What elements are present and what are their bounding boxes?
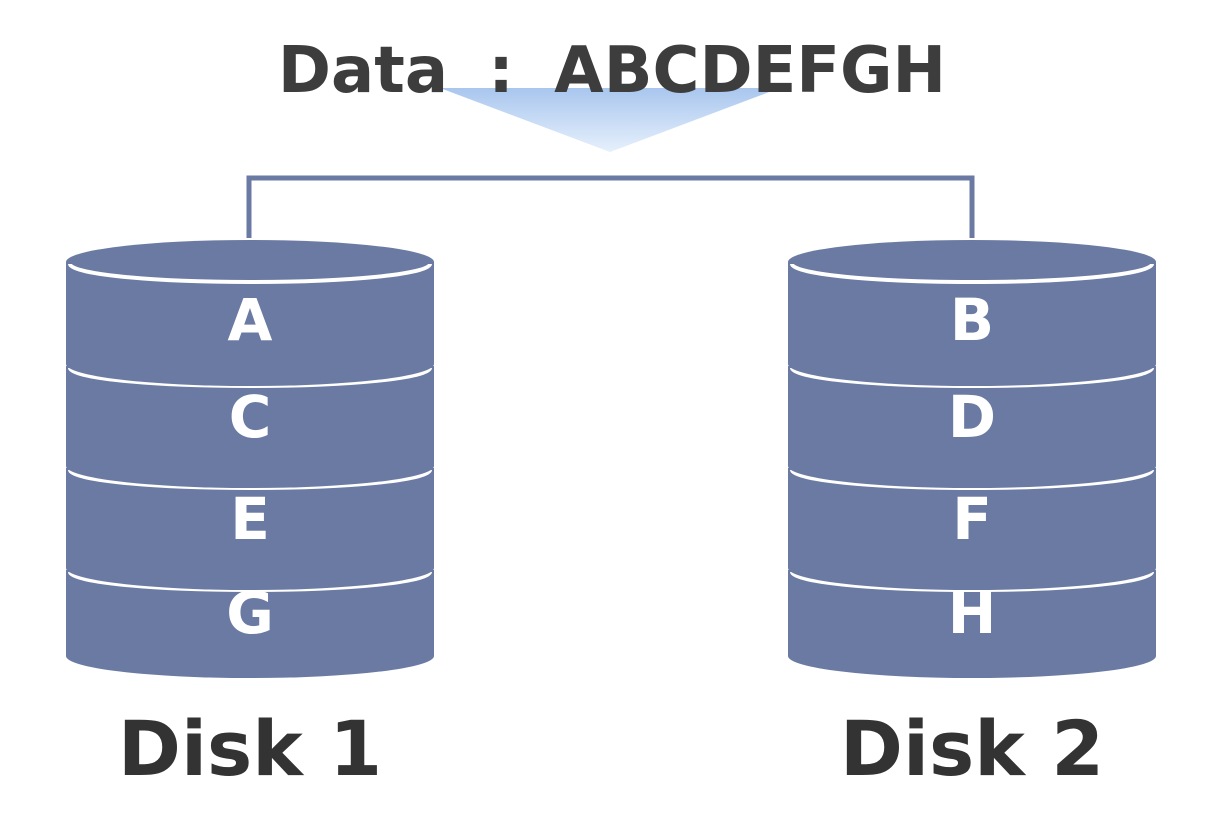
connector-line bbox=[246, 175, 975, 238]
disk-2-block-d: D bbox=[948, 383, 996, 451]
disk-2-segment-1 bbox=[788, 262, 1156, 386]
data-title-label: Data bbox=[278, 34, 448, 108]
disk-segment-body bbox=[66, 468, 434, 590]
data-title-value: ABCDEFGH bbox=[554, 34, 946, 108]
data-title-separator: : bbox=[488, 34, 514, 108]
down-triangle-arrow-icon bbox=[440, 88, 780, 152]
disk-1-block-g: G bbox=[226, 579, 274, 647]
disk-1-label: Disk 1 bbox=[118, 704, 382, 793]
disk-1-segment-1 bbox=[66, 262, 434, 386]
disk-2-block-b: B bbox=[950, 286, 994, 354]
disk-1-block-e: E bbox=[230, 485, 270, 553]
disk-2-block-h: H bbox=[948, 579, 997, 647]
disk-2-top-rim bbox=[790, 263, 1154, 284]
disk-segment-body bbox=[66, 262, 434, 386]
disk-2-block-f: F bbox=[952, 485, 992, 553]
disk-1-top-rim bbox=[68, 263, 432, 284]
disk-segment-body bbox=[788, 366, 1156, 488]
disk-segment-body bbox=[788, 262, 1156, 386]
disk-1-block-a: A bbox=[228, 286, 273, 354]
disk-1-block-c: C bbox=[229, 383, 272, 451]
data-title: Data : ABCDEFGH bbox=[278, 34, 946, 108]
disk-segment-body bbox=[788, 468, 1156, 590]
disk-segment-body bbox=[788, 570, 1156, 678]
disk-1-top-cap bbox=[66, 240, 434, 284]
disk-segment-body bbox=[66, 366, 434, 488]
disk-segment-body bbox=[66, 570, 434, 678]
disk-2-top-cap bbox=[788, 240, 1156, 284]
disk-2-label: Disk 2 bbox=[840, 704, 1104, 793]
